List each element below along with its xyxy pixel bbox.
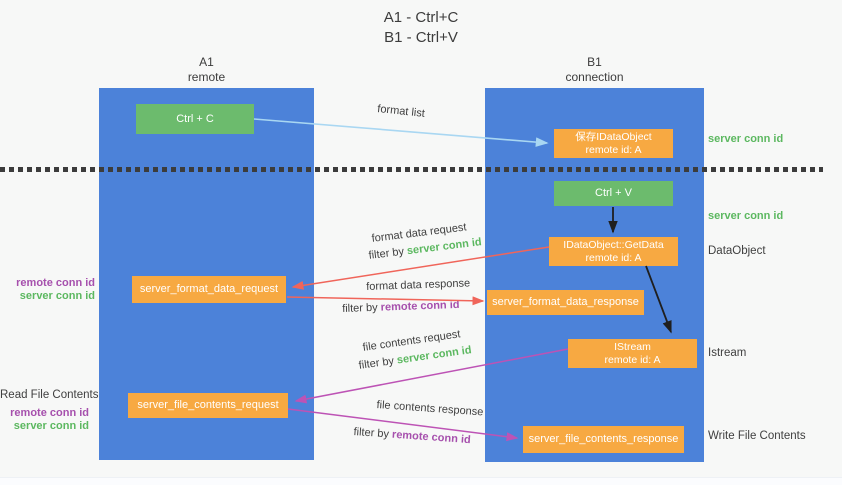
label-group-file-conn-ids: remote conn id server conn id (0, 407, 89, 432)
node-ctrl-c-label: Ctrl + C (176, 112, 214, 125)
filter-by-text: filter by (358, 354, 398, 372)
node-idataobject-getdata-line2: remote id: A (585, 251, 642, 264)
session-boundary-dotted-line (0, 167, 823, 172)
label-remote-conn-id-format: remote conn id (16, 277, 95, 289)
bottom-edge-strip (0, 477, 842, 485)
label-dataobject: DataObject (708, 245, 766, 257)
node-save-idataobject: 保存IDataObject remote id: A (554, 129, 673, 158)
node-server-file-contents-response: server_file_contents_response (523, 426, 684, 453)
lane-b1-subtitle: connection (565, 70, 624, 84)
filter-by-text: filter by (368, 245, 408, 262)
label-server-conn-id-file: server conn id (13, 419, 89, 432)
node-ctrl-v: Ctrl + V (554, 181, 673, 206)
node-idataobject-getdata: IDataObject::GetData remote id: A (549, 237, 678, 266)
lane-b1-name: B1 (587, 55, 602, 69)
edge-label-file-contents-response: file contents response (376, 399, 484, 419)
node-istream-line2: remote id: A (604, 353, 661, 366)
label-server-conn-id-mid: server conn id (708, 210, 784, 222)
node-server-file-contents-request-label: server_file_contents_request (137, 399, 279, 411)
node-istream-line1: IStream (614, 340, 651, 353)
filter-by-text: filter by (342, 301, 381, 315)
node-save-idataobject-line1: 保存IDataObject (575, 130, 652, 143)
lane-a1-header: A1 remote (99, 55, 314, 85)
label-istream: Istream (708, 347, 747, 359)
edge-label-filter-format-response: filter by remote conn id (342, 299, 460, 315)
node-server-format-data-request-label: server_format_data_request (139, 283, 279, 295)
edge-label-filter-file-response: filter by remote conn id (353, 426, 471, 446)
filter-by-text: filter by (353, 426, 393, 441)
remote-conn-id-text: remote conn id (380, 298, 460, 314)
lane-a1-name: A1 (199, 55, 214, 69)
node-ctrl-v-label: Ctrl + V (595, 187, 632, 199)
node-server-format-data-response-label: server_format_data_response (492, 296, 639, 308)
node-ctrl-c: Ctrl + C (136, 104, 254, 134)
label-remote-conn-id-file: remote conn id (10, 407, 89, 419)
remote-conn-id-text: remote conn id (391, 428, 472, 447)
diagram-title: A1 - Ctrl+C B1 - Ctrl+V (0, 8, 842, 48)
label-server-conn-id-format: server conn id (19, 289, 95, 302)
node-server-file-contents-response-label: server_file_contents_response (528, 433, 679, 445)
label-read-file-contents: Read File Contents (0, 389, 99, 401)
diagram-title-line2: B1 - Ctrl+V (384, 29, 458, 46)
label-write-file-contents: Write File Contents (708, 430, 806, 442)
label-server-conn-id-top: server conn id (708, 133, 784, 145)
node-server-format-data-response: server_format_data_response (487, 290, 644, 315)
node-idataobject-getdata-line1: IDataObject::GetData (563, 238, 664, 251)
lane-a1-subtitle: remote (187, 70, 226, 84)
label-group-format-conn-ids: remote conn id server conn id (0, 277, 95, 302)
node-save-idataobject-line2: remote id: A (585, 143, 642, 156)
node-istream: IStream remote id: A (568, 339, 697, 368)
edge-label-format-list: format list (376, 103, 426, 120)
lane-b1-header: B1 connection (485, 55, 704, 85)
edge-label-format-data-response: format data response (366, 277, 471, 293)
diagram-title-line1: A1 - Ctrl+C (383, 9, 459, 26)
node-server-format-data-request: server_format_data_request (132, 276, 286, 303)
node-server-file-contents-request: server_file_contents_request (128, 393, 288, 418)
